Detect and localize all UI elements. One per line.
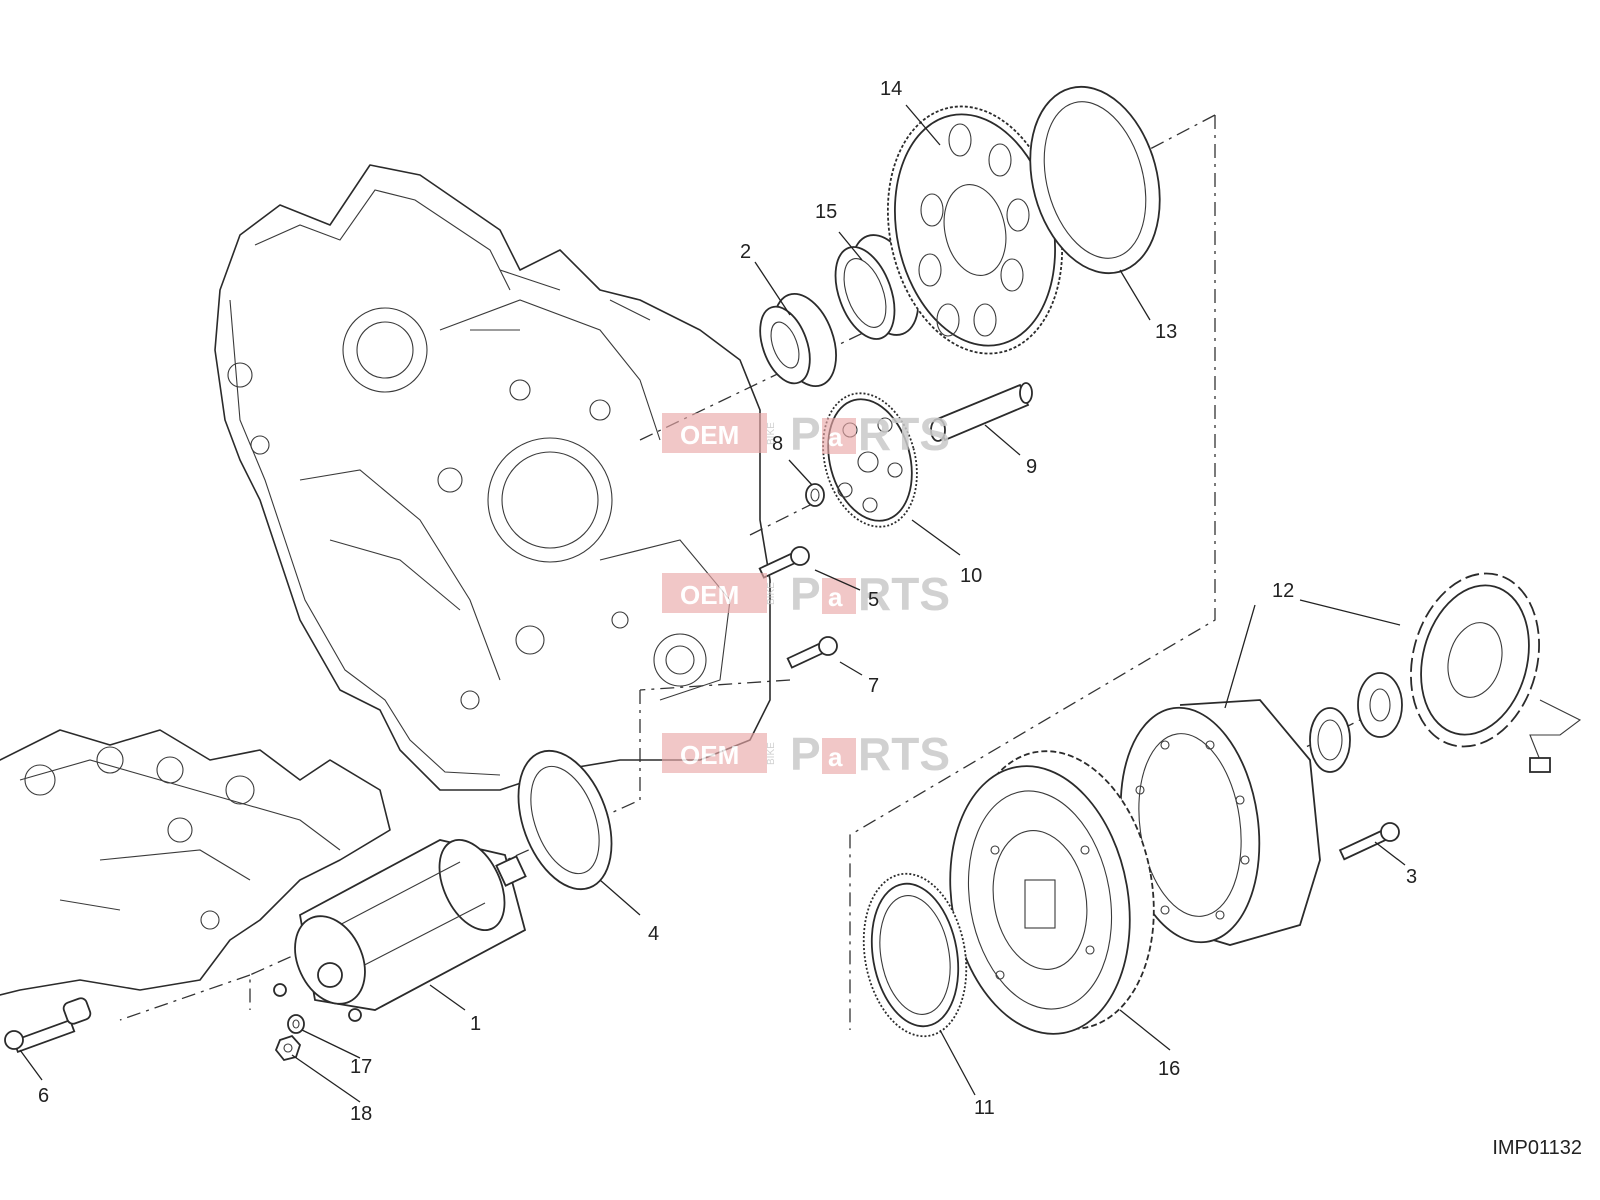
callout-3: 3 (1406, 866, 1417, 888)
callout-8: 8 (772, 433, 783, 455)
watermark-logo: OEM BIKE P a RTS (662, 568, 950, 620)
washer-17 (287, 1014, 305, 1034)
watermark-a-2: a (828, 582, 843, 612)
watermark-a-1: a (828, 422, 843, 452)
callout-5: 5 (868, 589, 879, 611)
shaft-9 (930, 382, 1033, 442)
gasket-13 (1029, 85, 1161, 275)
watermark-bike-1: BIKE (766, 422, 777, 445)
callout-7: 7 (868, 675, 879, 697)
callout-12: 12 (1272, 580, 1294, 602)
bolt-6 (4, 997, 92, 1054)
callout-15: 15 (815, 201, 837, 223)
drawing-code-label: IMP01132 (1492, 1137, 1582, 1159)
callout-18: 18 (350, 1103, 372, 1125)
callout-10: 10 (960, 565, 982, 587)
callout-labels: 1 2 3 4 5 6 7 8 9 10 11 12 13 14 15 16 1… (38, 78, 1417, 1125)
bolt-7 (786, 636, 838, 669)
starter-gear-14 (886, 105, 1064, 355)
watermark-a-3: a (828, 742, 843, 772)
callout-2: 2 (740, 241, 751, 263)
watermark-rts-1: RTS (858, 408, 950, 460)
watermark-p-3: P (790, 728, 821, 780)
sprag-clutch-11 (862, 872, 968, 1038)
washer-ring (1309, 707, 1351, 773)
watermark-logo: OEM BIKE P a RTS (662, 728, 950, 780)
callout-14: 14 (880, 78, 902, 100)
engine-block-partial (0, 729, 391, 996)
watermark-logo: OEM BIKE P a RTS (662, 408, 950, 460)
callout-16: 16 (1158, 1058, 1180, 1080)
watermark-p-1: P (790, 408, 821, 460)
spacer-ring (1357, 672, 1403, 738)
watermark-oem-2: OEM (680, 580, 739, 610)
nut-18 (274, 1034, 302, 1062)
watermark-oem-3: OEM (680, 740, 739, 770)
watermark-bike-2: BIKE (766, 582, 777, 605)
callout-13: 13 (1155, 321, 1177, 343)
rotor-12 (1119, 699, 1321, 946)
flywheel-16 (949, 750, 1155, 1035)
callout-4: 4 (648, 923, 659, 945)
bushing-2 (759, 292, 837, 388)
callout-1: 1 (470, 1013, 481, 1035)
watermark-oem-1: OEM (680, 420, 739, 450)
callout-leaders (19, 104, 1406, 1103)
starter-gasket (517, 749, 613, 891)
watermark-rts-2: RTS (858, 568, 950, 620)
starter-motor (273, 839, 527, 1022)
watermark-p-2: P (790, 568, 821, 620)
watermark-rts-3: RTS (858, 728, 950, 780)
stator (1410, 572, 1582, 773)
watermark-bike-3: BIKE (766, 742, 777, 765)
bolt-3 (1338, 822, 1400, 861)
crankcase-main (214, 164, 771, 791)
idler-gear-10 (822, 392, 918, 528)
callout-11: 11 (974, 1097, 995, 1119)
callout-6: 6 (38, 1085, 49, 1107)
callout-9: 9 (1026, 456, 1037, 478)
callout-17: 17 (350, 1056, 372, 1078)
circlip-8 (805, 483, 825, 507)
